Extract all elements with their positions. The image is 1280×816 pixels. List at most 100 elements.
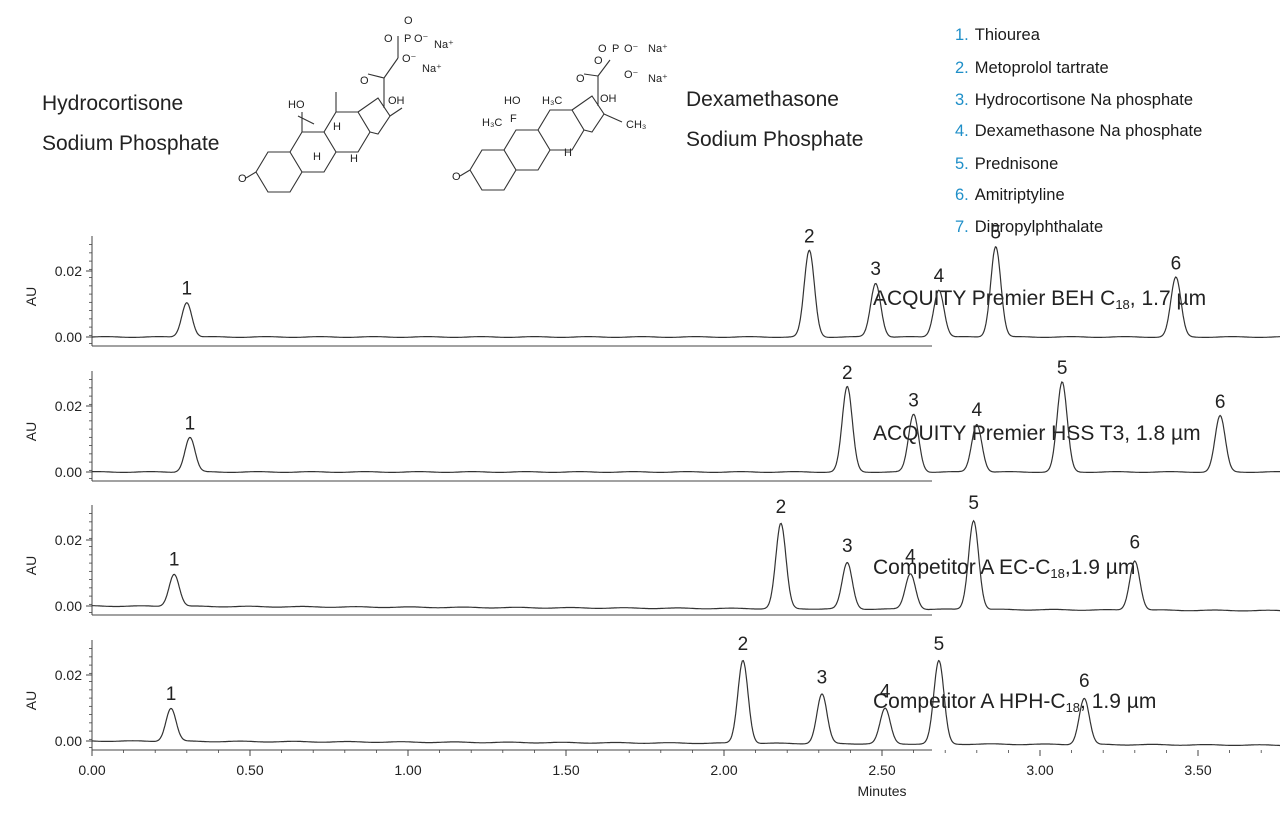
y-tick-label: 0.02 bbox=[55, 532, 82, 548]
hc-label-o4: O bbox=[238, 173, 247, 185]
peak-label: 3 bbox=[842, 536, 853, 557]
peak-label: 6 bbox=[1079, 671, 1090, 692]
dx-label-o4: O bbox=[452, 171, 461, 183]
peak-label: 6 bbox=[1171, 253, 1182, 274]
hc-label-o-minus-2: O⁻ bbox=[402, 53, 417, 65]
dx-label-o3: O bbox=[576, 73, 585, 85]
dx-label-h3c-1: H₃C bbox=[542, 95, 562, 107]
x-tick-label: 3.00 bbox=[1026, 762, 1053, 778]
x-tick-label: 0.50 bbox=[236, 762, 263, 778]
y-tick-label: 0.02 bbox=[55, 667, 82, 683]
y-axis-label: AU bbox=[23, 556, 39, 575]
dx-label-ho: HO bbox=[504, 95, 521, 107]
legend-item: 1. Thiourea bbox=[955, 26, 1040, 45]
dexamethasone-structure: O P O⁻ Na⁺ O O⁻ Na⁺ O OH HO H₃C H₃C F CH… bbox=[452, 43, 668, 191]
peak-label: 2 bbox=[804, 227, 815, 248]
legend-item: 7. Dipropylphthalate bbox=[955, 218, 1103, 237]
dx-label-o2: O bbox=[594, 55, 603, 67]
chromatogram-trace bbox=[91, 381, 1280, 473]
legend-number: 1. bbox=[955, 26, 969, 44]
x-axis-label: Minutes bbox=[857, 783, 906, 799]
y-tick-label: 0.00 bbox=[55, 733, 82, 749]
dx-label-o1: O bbox=[598, 43, 607, 55]
legend-number: 7. bbox=[955, 218, 969, 236]
legend-label: Dipropylphthalate bbox=[974, 218, 1104, 236]
x-tick-label: 1.00 bbox=[394, 762, 421, 778]
column-label-suffix: , 1.7 µm bbox=[1129, 287, 1207, 310]
column-label-text: Competitor A HPH-C bbox=[873, 690, 1066, 713]
hc-label-o3: O bbox=[360, 75, 369, 87]
peak-label: 1 bbox=[169, 550, 180, 571]
x-tick-label: 2.50 bbox=[868, 762, 895, 778]
column-label-text: Competitor A EC-C bbox=[873, 556, 1051, 579]
hydrocortisone-structure: O O P O⁻ Na⁺ O⁻ Na⁺ O OH HO H H H O bbox=[238, 15, 454, 193]
dx-label-na-2: Na⁺ bbox=[648, 73, 668, 85]
x-tick-label: 2.00 bbox=[710, 762, 737, 778]
legend-label: Amitriptyline bbox=[974, 186, 1065, 204]
y-tick-label: 0.00 bbox=[55, 329, 82, 345]
legend-label: Dexamethasone Na phosphate bbox=[974, 122, 1203, 140]
legend-number: 4. bbox=[955, 122, 969, 140]
legend-number: 5. bbox=[955, 155, 969, 173]
column-label-text: ACQUITY Premier HSS T3, 1.8 µm bbox=[873, 422, 1201, 445]
column-label-suffix: , 1.9 µm bbox=[1080, 690, 1157, 713]
legend-item: 5. Prednisone bbox=[955, 155, 1058, 174]
dx-label-p: P bbox=[612, 43, 619, 55]
peak-label: 4 bbox=[905, 546, 916, 567]
peak-label: 5 bbox=[968, 493, 979, 514]
hc-label-oh: OH bbox=[388, 95, 405, 107]
legend-number: 3. bbox=[955, 91, 969, 109]
hc-label-h2: H bbox=[313, 151, 321, 163]
column-label-hph-c18: Competitor A HPH-C18, 1.9 µm bbox=[873, 690, 1156, 715]
peak-label: 3 bbox=[908, 390, 919, 411]
compound-right-name: Dexamethasone Sodium Phosphate bbox=[686, 80, 863, 160]
chromatogram-trace bbox=[91, 659, 1280, 747]
hc-label-na-1: Na⁺ bbox=[434, 39, 454, 51]
legend-item: 2.Metoprolol tartrate bbox=[955, 59, 1109, 78]
hc-label-ho: HO bbox=[288, 99, 305, 111]
peak-label: 6 bbox=[1215, 392, 1226, 413]
legend-number: 6. bbox=[955, 186, 969, 204]
column-label-sub: 18 bbox=[1115, 297, 1130, 312]
legend-label: Hydrocortisone Na phosphate bbox=[974, 91, 1194, 109]
hc-label-o2: O bbox=[384, 33, 393, 45]
peak-label: 2 bbox=[842, 363, 853, 384]
y-tick-label: 0.00 bbox=[55, 464, 82, 480]
dx-label-o-minus-1: O⁻ bbox=[624, 43, 639, 55]
peak-label: 5 bbox=[990, 222, 1001, 243]
column-label-ec-c18: Competitor A EC-C18,1.9 µm bbox=[873, 556, 1135, 581]
dx-label-oh: OH bbox=[600, 93, 617, 105]
peak-label: 5 bbox=[934, 634, 945, 655]
dx-label-o-minus-2: O⁻ bbox=[624, 69, 639, 81]
column-label-text: ACQUITY Premier BEH C bbox=[873, 287, 1116, 310]
hc-label-na-2: Na⁺ bbox=[422, 63, 442, 75]
peak-label: 6 bbox=[1130, 533, 1141, 554]
hc-label-o1: O bbox=[404, 15, 413, 27]
legend-number: 2. bbox=[955, 59, 969, 77]
y-axis-label: AU bbox=[23, 691, 39, 710]
column-label-sub: 18 bbox=[1065, 700, 1081, 715]
column-label-beh-c18: ACQUITY Premier BEH C18, 1.7 µm bbox=[873, 287, 1206, 312]
legend-item: 4. Dexamethasone Na phosphate bbox=[955, 122, 1202, 141]
y-tick-label: 0.02 bbox=[55, 398, 82, 414]
x-tick-label: 1.50 bbox=[552, 762, 579, 778]
peak-label: 5 bbox=[1057, 358, 1068, 379]
x-tick-label: 0.00 bbox=[78, 762, 105, 778]
dx-label-h: H bbox=[564, 147, 572, 159]
legend-label: Thiourea bbox=[974, 26, 1040, 44]
peak-label: 2 bbox=[738, 634, 749, 655]
compound-left-name: Hydrocortisone Sodium Phosphate bbox=[42, 84, 219, 164]
dx-label-ch3: CH₃ bbox=[626, 119, 646, 131]
hc-label-p: P bbox=[404, 33, 411, 45]
peak-label: 3 bbox=[817, 668, 828, 689]
y-tick-label: 0.00 bbox=[55, 598, 82, 614]
dx-label-na-1: Na⁺ bbox=[648, 43, 668, 55]
legend-label: Prednisone bbox=[974, 155, 1059, 173]
peak-label: 1 bbox=[185, 413, 196, 434]
column-label-suffix: ,1.9 µm bbox=[1064, 556, 1136, 579]
column-label-sub: 18 bbox=[1050, 566, 1065, 581]
y-axis-label: AU bbox=[23, 287, 39, 306]
y-axis-label: AU bbox=[23, 422, 39, 441]
x-tick-label: 3.50 bbox=[1184, 762, 1211, 778]
